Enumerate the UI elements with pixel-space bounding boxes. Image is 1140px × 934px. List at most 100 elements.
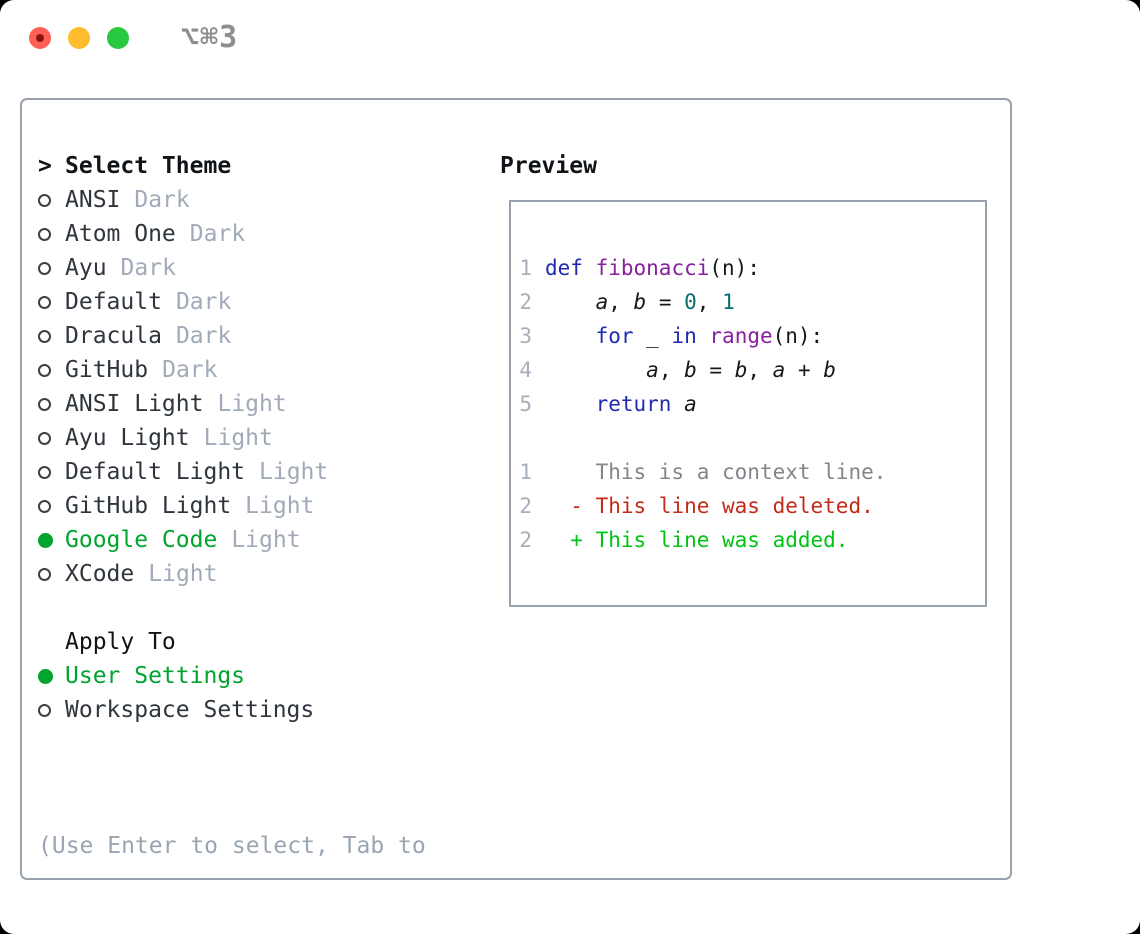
radio-selected-icon xyxy=(38,532,65,548)
line-number: 3 xyxy=(519,324,532,348)
line-number: 1 xyxy=(519,460,532,484)
theme-variant: Dark xyxy=(162,357,218,383)
theme-name: ANSI xyxy=(65,187,121,213)
apply-to-label: User Settings xyxy=(65,663,246,689)
theme-variant: Dark xyxy=(189,221,246,247)
theme-variant: Light xyxy=(245,493,315,519)
diff-preview: 1 This is a context line. 2 - This line w… xyxy=(519,455,975,557)
code-token: , xyxy=(658,358,685,382)
line-number: 2 xyxy=(519,494,532,518)
code-token: return xyxy=(595,392,672,416)
code-token: a xyxy=(595,290,609,314)
code-token: , xyxy=(608,290,634,314)
theme-variant: Dark xyxy=(134,187,190,213)
code-token xyxy=(545,324,596,348)
apply-to-label: Workspace Settings xyxy=(65,697,315,723)
radio-unselected-icon xyxy=(38,567,65,581)
code-token: fibonacci xyxy=(595,256,710,280)
code-token: = xyxy=(646,290,685,314)
theme-item[interactable]: Default Light Light xyxy=(38,455,490,489)
theme-name: GitHub xyxy=(65,357,149,383)
zoom-button[interactable] xyxy=(107,26,129,49)
line-number: 2 xyxy=(519,290,532,314)
code-line: 5 return a xyxy=(519,387,975,421)
diff-line: 1 This is a context line. xyxy=(519,455,975,489)
theme-variant: Light xyxy=(217,391,287,417)
theme-variant: Dark xyxy=(175,289,232,315)
apply-to-title: Apply To xyxy=(65,629,176,655)
theme-name: XCode xyxy=(65,561,135,587)
code-token: + This line was added. xyxy=(570,528,849,552)
code-line: 4 a, b = b, a + b xyxy=(519,353,975,387)
line-number: 5 xyxy=(519,392,532,416)
code-token: a xyxy=(772,358,786,382)
code-token: = xyxy=(696,358,735,382)
code-token: This is a context line. xyxy=(595,460,887,484)
code-token: b xyxy=(823,358,836,382)
theme-list-header: > Select Theme xyxy=(38,149,490,183)
apply-to-option[interactable]: User Settings xyxy=(38,659,490,693)
code-token xyxy=(545,290,596,314)
radio-unselected-icon xyxy=(38,227,65,241)
theme-name: GitHub Light xyxy=(65,493,232,519)
code-token: 0 xyxy=(684,290,697,314)
radio-unselected-icon xyxy=(38,397,65,411)
select-theme-title: Select Theme xyxy=(65,153,232,179)
theme-item[interactable]: Default Dark xyxy=(38,285,490,319)
code-token: b xyxy=(734,358,748,382)
theme-variant: Light xyxy=(148,561,218,587)
theme-name: Atom One xyxy=(65,221,176,247)
line-number: 2 xyxy=(519,528,532,552)
theme-item[interactable]: Ayu Dark xyxy=(38,251,490,285)
code-token xyxy=(671,392,684,416)
apply-to-option[interactable]: Workspace Settings xyxy=(38,693,490,727)
line-number: 1 xyxy=(519,256,532,280)
minimize-button[interactable] xyxy=(68,26,90,49)
code-line: 3 for _ in range(n): xyxy=(519,319,975,353)
theme-name: Default Light xyxy=(65,459,246,485)
theme-name: Ayu xyxy=(65,255,107,281)
close-button[interactable] xyxy=(29,26,51,49)
radio-unselected-icon xyxy=(38,703,65,717)
code-token xyxy=(545,460,596,484)
theme-name: ANSI Light xyxy=(65,391,204,417)
theme-name: Default xyxy=(65,289,162,315)
code-token: - This line was deleted. xyxy=(570,494,874,518)
code-token: (n): xyxy=(772,324,824,348)
code-token: range xyxy=(709,324,773,348)
traffic-lights xyxy=(29,26,129,49)
theme-variant: Light xyxy=(259,459,329,485)
code-token: def xyxy=(545,256,583,280)
window-title: ⌥⌘3 xyxy=(181,20,239,55)
theme-item[interactable]: ANSI Dark xyxy=(38,183,490,217)
radio-unselected-icon xyxy=(38,295,65,309)
radio-selected-icon xyxy=(38,668,65,684)
theme-item[interactable]: ANSI Light Light xyxy=(38,387,490,421)
theme-name: Ayu Light xyxy=(65,425,190,451)
radio-unselected-icon xyxy=(38,329,65,343)
theme-item[interactable]: GitHub Dark xyxy=(38,353,490,387)
theme-variant: Light xyxy=(231,527,301,553)
theme-variant: Dark xyxy=(120,255,176,281)
code-token: _ xyxy=(633,324,672,348)
help-text: (Use Enter to select, Tab to change focu… xyxy=(38,761,490,934)
code-token: , xyxy=(696,290,723,314)
theme-item[interactable]: Atom One Dark xyxy=(38,217,490,251)
code-token: b xyxy=(684,358,697,382)
code-token: a xyxy=(646,358,659,382)
code-token: (n): xyxy=(709,256,760,280)
code-token xyxy=(545,358,646,382)
radio-unselected-icon xyxy=(38,261,65,275)
theme-item[interactable]: XCode Light xyxy=(38,557,490,591)
theme-item[interactable]: GitHub Light Light xyxy=(38,489,490,523)
